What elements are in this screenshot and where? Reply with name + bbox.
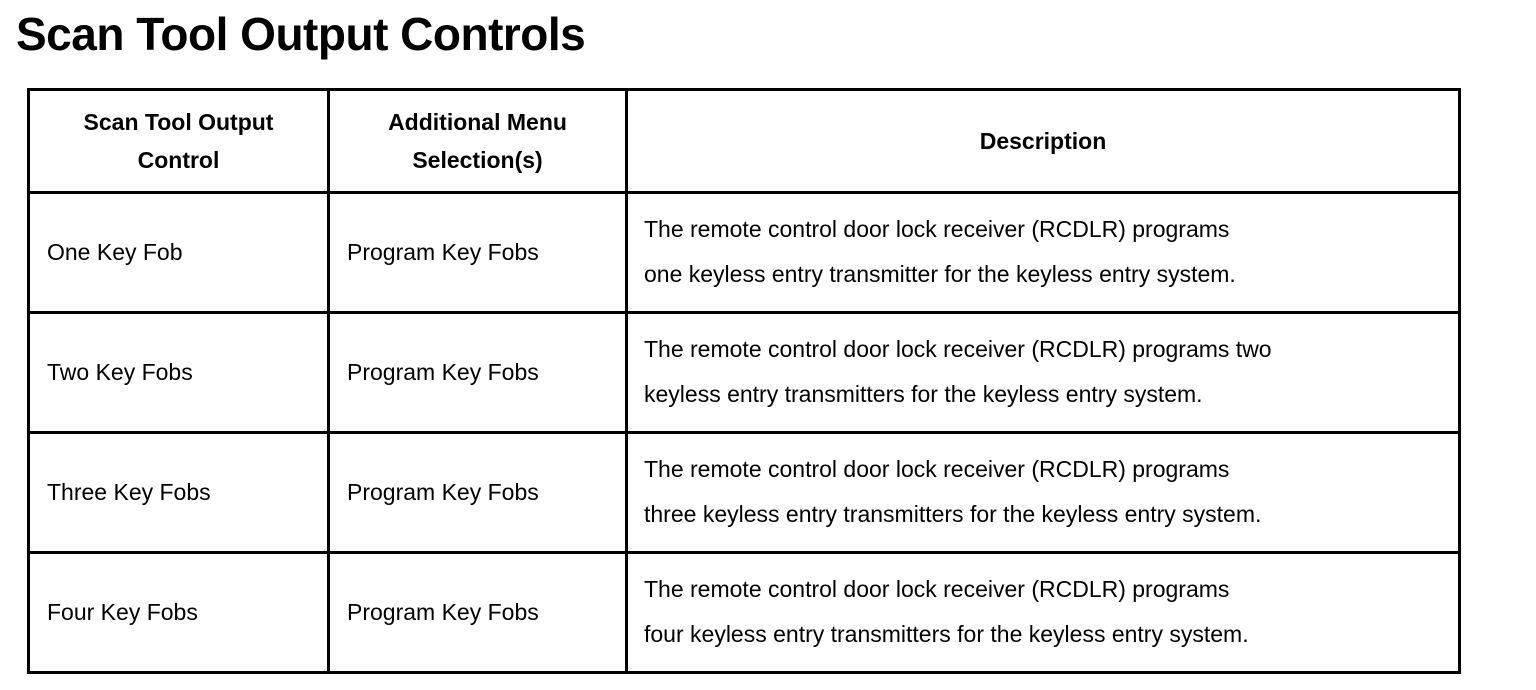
description-line-2: three keyless entry transmitters for the… xyxy=(644,501,1262,528)
description-line-1: The remote control door lock receiver (R… xyxy=(644,216,1230,243)
header-control-line2: Control xyxy=(137,146,220,173)
table-row: One Key Fob Program Key Fobs The remote … xyxy=(27,190,1461,314)
description-line-1: The remote control door lock receiver (R… xyxy=(644,336,1272,363)
cell-menu: Program Key Fobs xyxy=(327,550,628,674)
description-line-2: four keyless entry transmitters for the … xyxy=(644,621,1249,648)
cell-menu: Program Key Fobs xyxy=(327,430,628,554)
table-row: Three Key Fobs Program Key Fobs The remo… xyxy=(27,430,1461,554)
header-cell-control: Scan Tool Output Control xyxy=(27,87,330,194)
header-control-line1: Scan Tool Output xyxy=(83,108,274,135)
header-description-label: Description xyxy=(979,127,1107,154)
header-row: Scan Tool Output Control Additional Menu… xyxy=(27,87,1461,194)
cell-control: Three Key Fobs xyxy=(27,430,330,554)
cell-description: The remote control door lock receiver (R… xyxy=(625,190,1461,314)
table-row: Four Key Fobs Program Key Fobs The remot… xyxy=(27,550,1461,674)
description-line-2: keyless entry transmitters for the keyle… xyxy=(644,381,1203,408)
cell-control: Four Key Fobs xyxy=(27,550,330,674)
description-line-1: The remote control door lock receiver (R… xyxy=(644,576,1230,603)
header-cell-description: Description xyxy=(625,87,1461,194)
cell-menu: Program Key Fobs xyxy=(327,310,628,434)
cell-description: The remote control door lock receiver (R… xyxy=(625,310,1461,434)
page-title: Scan Tool Output Controls xyxy=(16,8,586,60)
description-line-2: one keyless entry transmitter for the ke… xyxy=(644,261,1236,288)
scan-tool-output-controls-table: Scan Tool Output Control Additional Menu… xyxy=(27,87,1461,674)
header-menu-line2: Selection(s) xyxy=(412,146,543,173)
cell-control: One Key Fob xyxy=(27,190,330,314)
cell-description: The remote control door lock receiver (R… xyxy=(625,430,1461,554)
cell-description: The remote control door lock receiver (R… xyxy=(625,550,1461,674)
header-menu-line1: Additional Menu xyxy=(388,108,567,135)
cell-control: Two Key Fobs xyxy=(27,310,330,434)
description-line-1: The remote control door lock receiver (R… xyxy=(644,456,1230,483)
header-cell-menu: Additional Menu Selection(s) xyxy=(327,87,628,194)
cell-menu: Program Key Fobs xyxy=(327,190,628,314)
table-row: Two Key Fobs Program Key Fobs The remote… xyxy=(27,310,1461,434)
